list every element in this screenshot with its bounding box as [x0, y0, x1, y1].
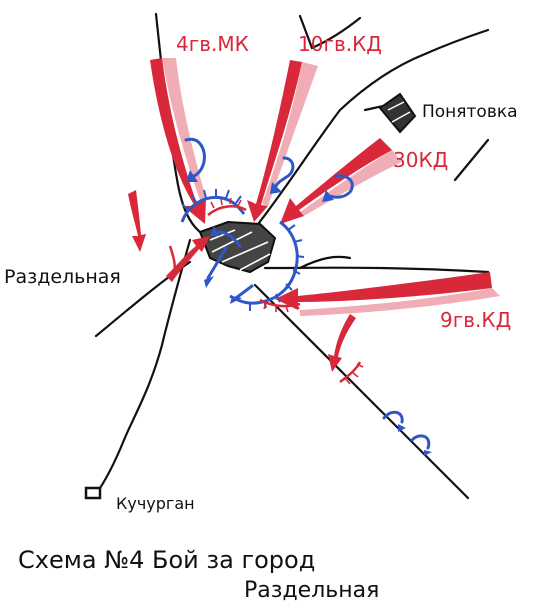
razdelnaya-town	[198, 220, 277, 274]
soviet-attacks	[128, 58, 500, 372]
attack-shade-10gv-kd	[262, 62, 318, 206]
road-east-spur	[298, 255, 352, 270]
label-30kd: 30КД	[393, 148, 449, 172]
railway-south-to-kuchurgan	[94, 238, 192, 496]
railway-south-east	[253, 283, 470, 500]
enemy-withdraw-south-east	[234, 284, 254, 300]
roads	[94, 12, 490, 500]
road-north-corner	[298, 14, 490, 182]
soviet-front-west	[168, 245, 177, 275]
attack-shade-9gv-kd	[300, 288, 500, 316]
attack-arrow-9gv-kd	[275, 272, 492, 310]
label-kuchurgan: Кучурган	[116, 494, 195, 513]
attack-shade-4gv-mk	[162, 58, 206, 200]
enemy-hook-east	[328, 174, 354, 199]
label-4gv-mk: 4гв.МК	[176, 32, 249, 56]
enemy-retreat-rail-1	[382, 410, 404, 424]
attack-arrow-30kd	[280, 138, 392, 224]
label-razdelnaya: Раздельная	[4, 266, 121, 288]
road-east	[263, 266, 490, 274]
soviet-front-north	[207, 205, 247, 216]
enemy-hook-north	[184, 137, 206, 178]
soviet-front-ticks	[210, 197, 364, 385]
road-north-east	[253, 28, 490, 230]
caption-line-1: Схема №4 Бой за город	[18, 546, 316, 574]
label-9gv-kd: 9гв.КД	[440, 308, 512, 332]
ponyatovka-village	[378, 92, 417, 134]
enemy-hook-center	[274, 156, 295, 188]
attack-arrow-south-west	[166, 236, 210, 282]
attack-arrow-10gv-kd	[247, 60, 302, 222]
label-ponyatovka: Понятовка	[422, 102, 518, 122]
enemy-arrow-heads	[186, 170, 432, 456]
enemy-retreat-rail-2	[410, 434, 431, 450]
kuchurgan-station	[84, 486, 102, 500]
caption-line-2: Раздельная	[244, 578, 380, 603]
attack-arrow-4gv-mk	[150, 58, 206, 224]
enemy-move-town	[216, 230, 242, 248]
label-10gv-kd: 10гв.КД	[298, 32, 382, 56]
attack-arrow-south-east	[328, 314, 356, 372]
attack-arrow-west	[128, 190, 146, 252]
enemy-withdraw-south	[206, 246, 228, 280]
soviet-front-south-east	[339, 361, 362, 383]
enemy-movements	[184, 137, 431, 450]
